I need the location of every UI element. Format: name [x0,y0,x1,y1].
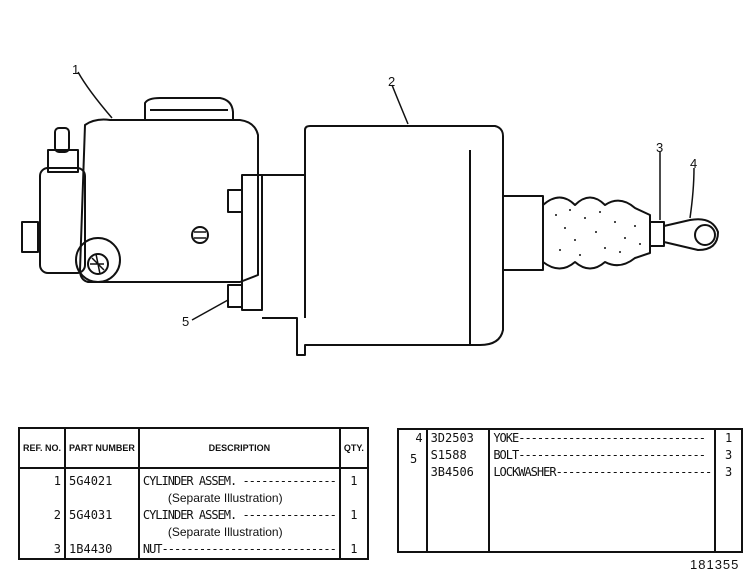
desc-cell: NUT---------------------------- [138,541,341,559]
desc-cell: (Separate Illustration) [138,524,341,541]
callout-3: 3 [656,140,664,155]
header-part-number: PART NUMBER [65,428,140,469]
table-header: REF. NO. PART NUMBER DESCRIPTION QTY. [19,428,368,469]
desc-cell: (Separate Illustration) [138,490,341,507]
ref-cell [398,464,428,481]
ref-cell: 3 [19,541,67,559]
callout-2: 2 [388,74,396,89]
header-ref: REF. NO. [19,428,67,469]
part-cell: 3B4506 [426,464,491,481]
qty-cell [340,524,368,541]
desc-cell: LOCKWASHER------------------------- [489,464,717,481]
push-rod-boot [502,195,665,271]
table-filler-row [398,481,742,552]
master-cylinder-body [21,97,259,283]
desc-cell: YOKE------------------------------ [489,429,717,447]
yoke [663,218,719,251]
table-row: 3 1B4430 NUT----------------------------… [19,541,368,559]
ref-cell: 4 [398,429,428,447]
part-cell: 5G4021 [65,468,140,490]
qty-cell: 3 [724,448,733,462]
table-row: 3B4506 LOCKWASHER-----------------------… [398,464,742,481]
figure-number: 181355 [690,557,740,572]
table-row: 1 5G4021 CYLINDER ASSEM. ---------------… [19,468,368,490]
qty-cell: 3 [724,465,733,479]
table-row: (Separate Illustration) [19,524,368,541]
part-cell: S1588 [426,447,491,464]
part-cell: 3D2503 [426,429,491,447]
parts-table-left: REF. NO. PART NUMBER DESCRIPTION QTY. 1 … [18,427,369,560]
part-cell: 1B4430 [65,541,140,559]
table-row: 4 3D2503 YOKE---------------------------… [398,429,742,447]
ref-cell: 2 [19,507,67,524]
desc-cell: CYLINDER ASSEM. --------------- [138,507,341,524]
desc-cell: CYLINDER ASSEM. --------------- [138,468,341,490]
desc-cell: BOLT------------------------------ [489,447,717,464]
ref-cell [19,490,67,507]
booster-housing [262,125,504,356]
callout-5: 5 [182,314,190,329]
qty-cell: 1 [350,542,358,556]
qty-cell [340,490,368,507]
ref-cell [398,447,428,464]
part-cell [65,524,140,541]
group-ref-5: 5 [410,452,418,466]
header-description: DESCRIPTION [138,428,341,469]
ref-cell: 1 [19,468,67,490]
callout-1: 1 [72,62,80,77]
table-row: 2 5G4031 CYLINDER ASSEM. ---------------… [19,507,368,524]
parts-table-right: 4 3D2503 YOKE---------------------------… [397,428,743,553]
qty-cell: 1 [350,474,358,488]
part-cell: 5G4031 [65,507,140,524]
ref-cell [19,524,67,541]
qty-cell: 1 [724,431,733,445]
part-cell [65,490,140,507]
callout-4: 4 [690,156,698,171]
qty-cell: 1 [350,508,358,522]
table-row: (Separate Illustration) [19,490,368,507]
header-qty: QTY. [339,428,368,469]
table-row: S1588 BOLT------------------------------… [398,447,742,464]
assembly-drawing [21,71,719,356]
